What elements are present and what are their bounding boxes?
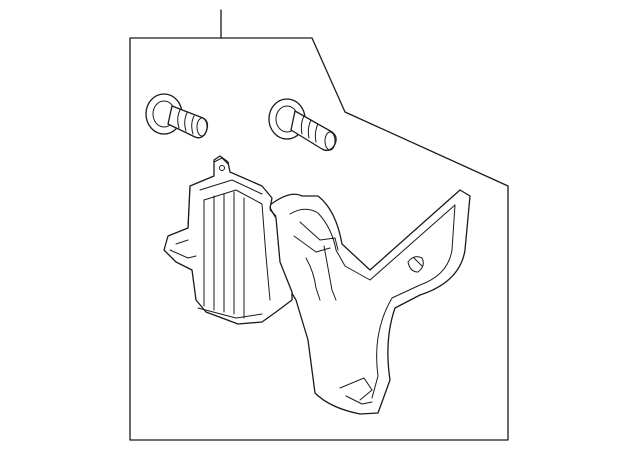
- bracket-assembly-icon: [163, 155, 471, 415]
- bolt-icon: [145, 93, 209, 139]
- group-frame: [129, 37, 509, 441]
- bolt-icon: [268, 98, 337, 152]
